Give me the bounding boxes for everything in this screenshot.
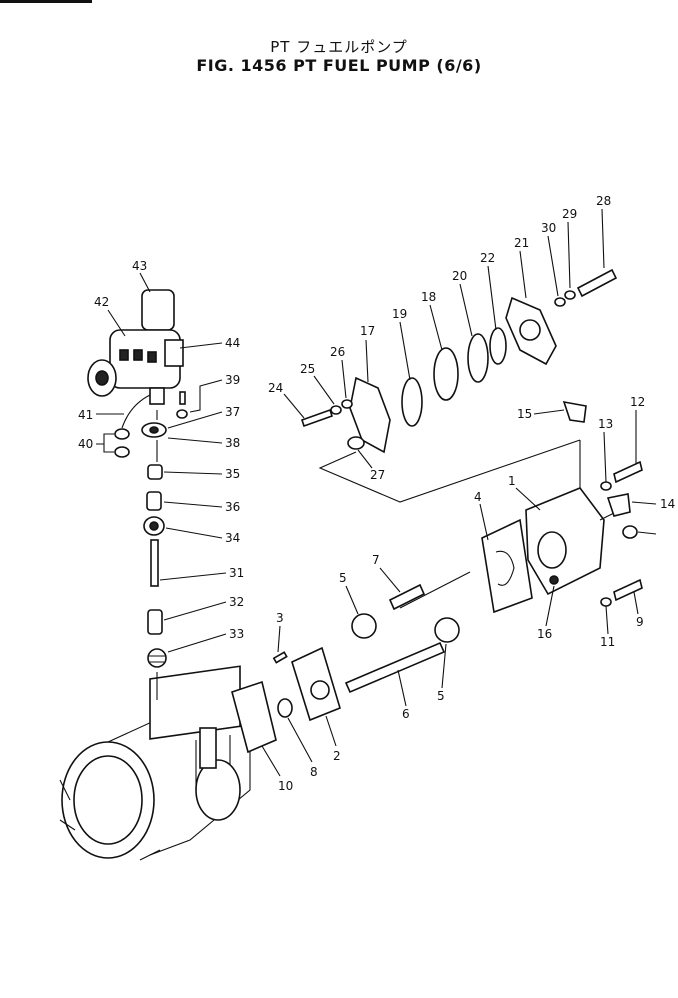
callout-5-top: 5	[339, 571, 347, 585]
callout-21: 21	[514, 236, 529, 250]
callout-19: 19	[392, 307, 407, 321]
title-japanese: PT フュエルポンプ	[270, 38, 408, 56]
pump-housing	[59, 665, 251, 861]
callout-20: 20	[452, 269, 467, 283]
leader-lines	[156, 410, 581, 503]
callout-31: 32	[229, 595, 244, 609]
callout-7: 7	[372, 553, 380, 567]
callout-3: 3	[276, 611, 284, 625]
callout-6: 6	[402, 707, 410, 721]
callout-33: 34	[225, 531, 240, 545]
callout-2: 2	[333, 749, 341, 763]
callout-30: 31	[229, 566, 244, 580]
callout-1: 1	[508, 474, 516, 488]
callout-32: 33	[229, 627, 244, 641]
callout-38: 39	[225, 373, 240, 387]
callout-41: 42	[94, 295, 109, 309]
callout-36: 37	[225, 405, 240, 419]
callout-40: 41	[78, 408, 93, 422]
governor-stack	[141, 422, 167, 700]
callout-labels: 43 42 44 39 37 38 35 36 34 31 32 33 41	[78, 194, 675, 793]
callout-34: 35	[225, 467, 240, 481]
figure-title: FIG. 1456 PT FUEL PUMP (6/6)	[196, 56, 482, 75]
callout-13: 13	[598, 417, 613, 431]
callout-15: 15	[517, 407, 532, 421]
callout-11: 10	[278, 779, 293, 793]
callout-14: 14	[660, 497, 675, 511]
callout-23: 24	[268, 381, 283, 395]
callout-39: 40	[78, 437, 93, 451]
gear-pump-parts	[231, 571, 471, 754]
solenoid-assembly	[87, 289, 184, 405]
callout-28: 29	[562, 207, 577, 221]
callout-43: 44	[225, 336, 240, 350]
callout-17: 17	[360, 324, 375, 338]
callout-37: 38	[225, 436, 240, 450]
callout-26: 27	[370, 468, 385, 482]
fasteners	[300, 268, 643, 607]
small-washers	[114, 391, 188, 458]
callout-27: 28	[596, 194, 611, 208]
callout-10: 11	[600, 635, 615, 649]
callout-16: 16	[537, 627, 552, 641]
top-rule	[0, 0, 92, 3]
callout-9: 9	[636, 615, 644, 629]
callout-18: 18	[421, 290, 436, 304]
callout-35: 36	[225, 500, 240, 514]
callout-22: 22	[480, 251, 495, 265]
callout-8: 8	[310, 765, 318, 779]
rear-cover-parts	[347, 296, 557, 454]
callout-25: 26	[330, 345, 345, 359]
pump-body	[481, 440, 621, 614]
callout-24: 25	[300, 362, 315, 376]
callout-5-bottom: 5	[437, 689, 445, 703]
callout-12: 12	[630, 395, 645, 409]
callout-29: 30	[541, 221, 556, 235]
callout-4: 4	[474, 490, 482, 504]
callout-42: 43	[132, 259, 147, 273]
